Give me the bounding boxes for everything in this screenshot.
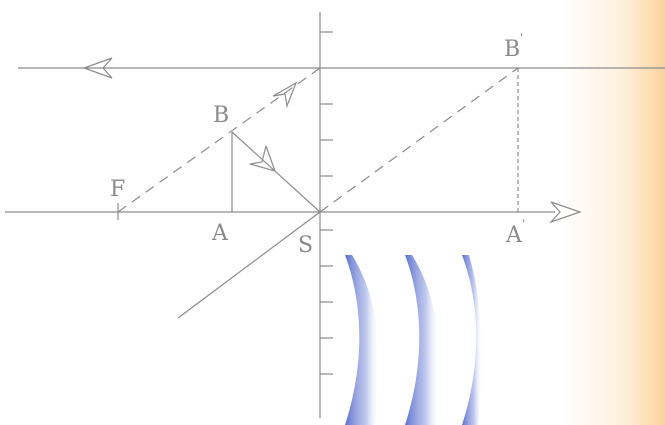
- label-b-image: B: [504, 37, 520, 62]
- watermark-logo: [345, 255, 483, 425]
- dashed-ray-f: [117, 67, 321, 213]
- arrowhead-right-icon: [549, 201, 582, 224]
- page-edge-glow: [560, 0, 665, 425]
- label-b: B: [213, 103, 229, 128]
- label-s: S: [298, 233, 313, 258]
- arrowhead-left-icon: [82, 57, 113, 79]
- label-a: A: [211, 221, 229, 246]
- label-f: F: [110, 177, 125, 202]
- dashed-ray-s-bprime: [319, 67, 519, 213]
- arrowhead-diagonal-down-icon: [249, 145, 276, 172]
- arrowhead-diagonal-up-icon: [272, 81, 298, 109]
- incident-ray: [231, 131, 321, 213]
- label-a-image-mark: ': [522, 217, 525, 231]
- label-b-image-mark: ': [520, 31, 523, 45]
- mirror-scale-ticks: [320, 31, 333, 375]
- lower-ray: [177, 211, 321, 319]
- label-a-image: A: [505, 223, 523, 248]
